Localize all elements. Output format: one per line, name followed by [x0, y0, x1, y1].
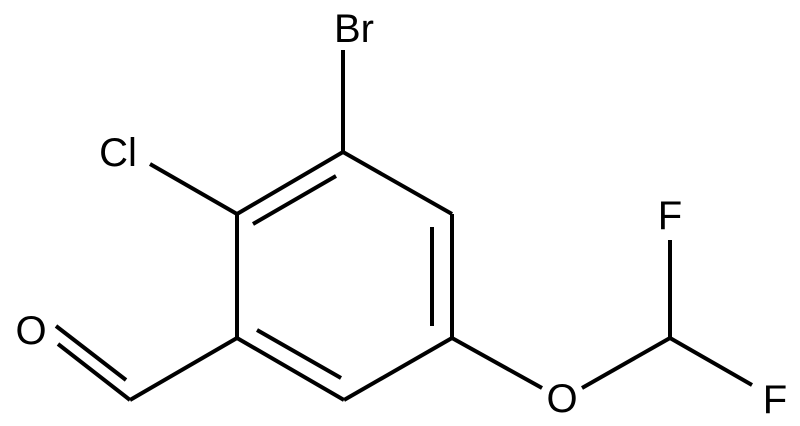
ring-bond-c4-c5: [343, 336, 453, 402]
bond-o-chf2: [581, 336, 671, 390]
fluorine-top-label: F: [658, 194, 682, 238]
ring-bond-c3-c4: [235, 336, 346, 402]
ring-bond-c6-c1: [342, 150, 453, 216]
bond-c-f-bottom: [669, 336, 753, 387]
fluorine-bottom-label: F: [763, 378, 787, 422]
bond-c-o-double-2: [54, 324, 128, 382]
ring-bond-c3-c4-inner: [256, 328, 342, 380]
benzene-ring: [235, 150, 454, 402]
aldehyde-oxygen-label: O: [15, 309, 46, 353]
bond-ring-cho: [128, 336, 239, 402]
bond-ring-o: [451, 336, 543, 390]
ring-bond-c1-c2-inner: [251, 174, 338, 226]
ether-oxygen-label: O: [546, 377, 577, 421]
ring-bond-c1-c2: [235, 150, 345, 216]
bromine-label: Br: [334, 7, 374, 51]
chlorine-label: Cl: [99, 131, 137, 175]
bond-c-o-double-1: [56, 342, 132, 402]
bond-c-cl: [149, 162, 238, 216]
